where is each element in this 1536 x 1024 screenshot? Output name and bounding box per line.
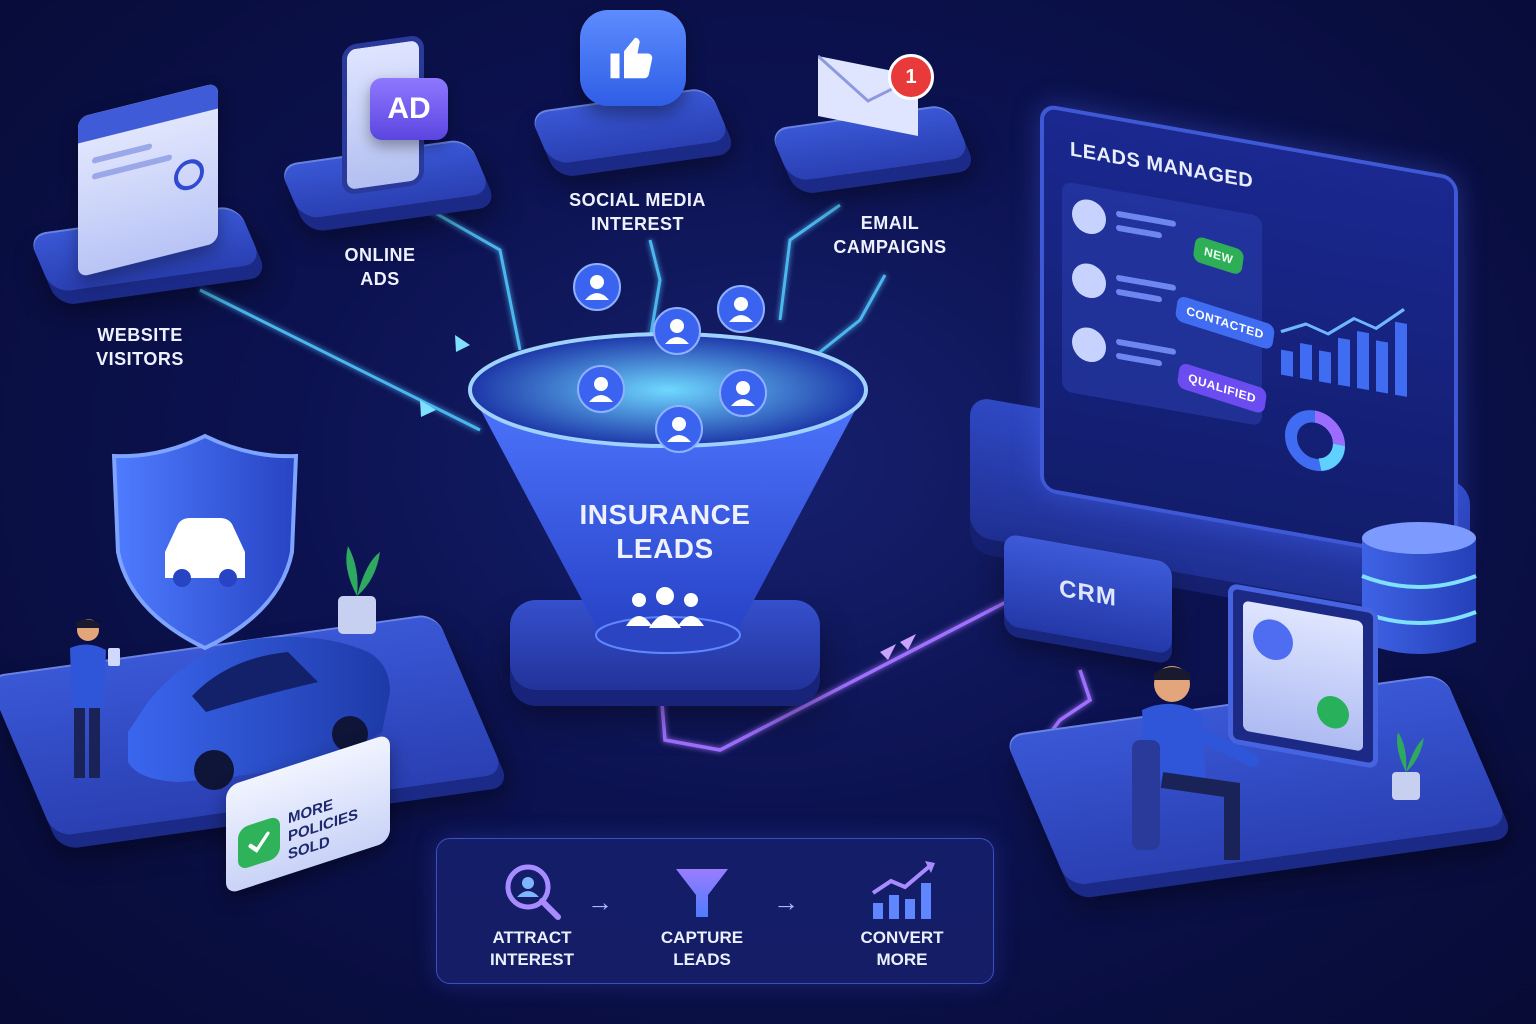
car-icon bbox=[128, 636, 390, 790]
person-standing bbox=[70, 619, 120, 778]
status-badge-new: NEW bbox=[1192, 235, 1245, 276]
thumbs-up-bubble-icon bbox=[580, 10, 686, 106]
crm-label: CRM bbox=[1059, 574, 1117, 613]
ad-bubble-icon: AD bbox=[370, 78, 448, 140]
status-badge-qualified: QUALIFIED bbox=[1176, 361, 1268, 415]
donut-chart-icon bbox=[1285, 410, 1345, 472]
funnel-icon bbox=[676, 869, 728, 917]
user-avatar-icon bbox=[1072, 324, 1106, 365]
leads-panel: NEW CONTACTED QUALIFIED bbox=[1062, 181, 1276, 427]
magnifier-user-icon bbox=[505, 864, 561, 920]
plant-icon bbox=[1384, 728, 1428, 807]
ad-text: AD bbox=[387, 92, 431, 125]
notification-badge: 1 bbox=[888, 54, 934, 100]
user-bubble-icon bbox=[653, 307, 701, 355]
shield-car-icon bbox=[111, 433, 299, 651]
user-bubble-icon bbox=[719, 369, 767, 417]
growth-chart-icon bbox=[871, 861, 935, 919]
dashboard-title: LEADS MANAGED bbox=[1070, 138, 1254, 193]
arrow-right-icon: → bbox=[587, 887, 613, 917]
person-at-desk bbox=[1132, 660, 1302, 885]
user-avatar-icon bbox=[1072, 196, 1106, 237]
bar-chart-icon bbox=[1280, 308, 1407, 397]
user-bubble-icon bbox=[655, 405, 703, 453]
arrow-right-icon: → bbox=[773, 887, 799, 917]
user-bubble-icon bbox=[577, 365, 625, 413]
user-bubble-icon bbox=[573, 263, 621, 311]
group-icon bbox=[622, 582, 708, 637]
user-bubble-icon bbox=[717, 285, 765, 333]
check-icon bbox=[238, 815, 280, 871]
dashboard-screen: LEADS MANAGED NEW CONTACTED QUALIFIED bbox=[1040, 103, 1458, 565]
funnel-icon-large bbox=[468, 332, 868, 654]
user-avatar-icon bbox=[1072, 260, 1106, 301]
plant-icon bbox=[330, 540, 384, 641]
database-icon bbox=[1360, 520, 1478, 660]
